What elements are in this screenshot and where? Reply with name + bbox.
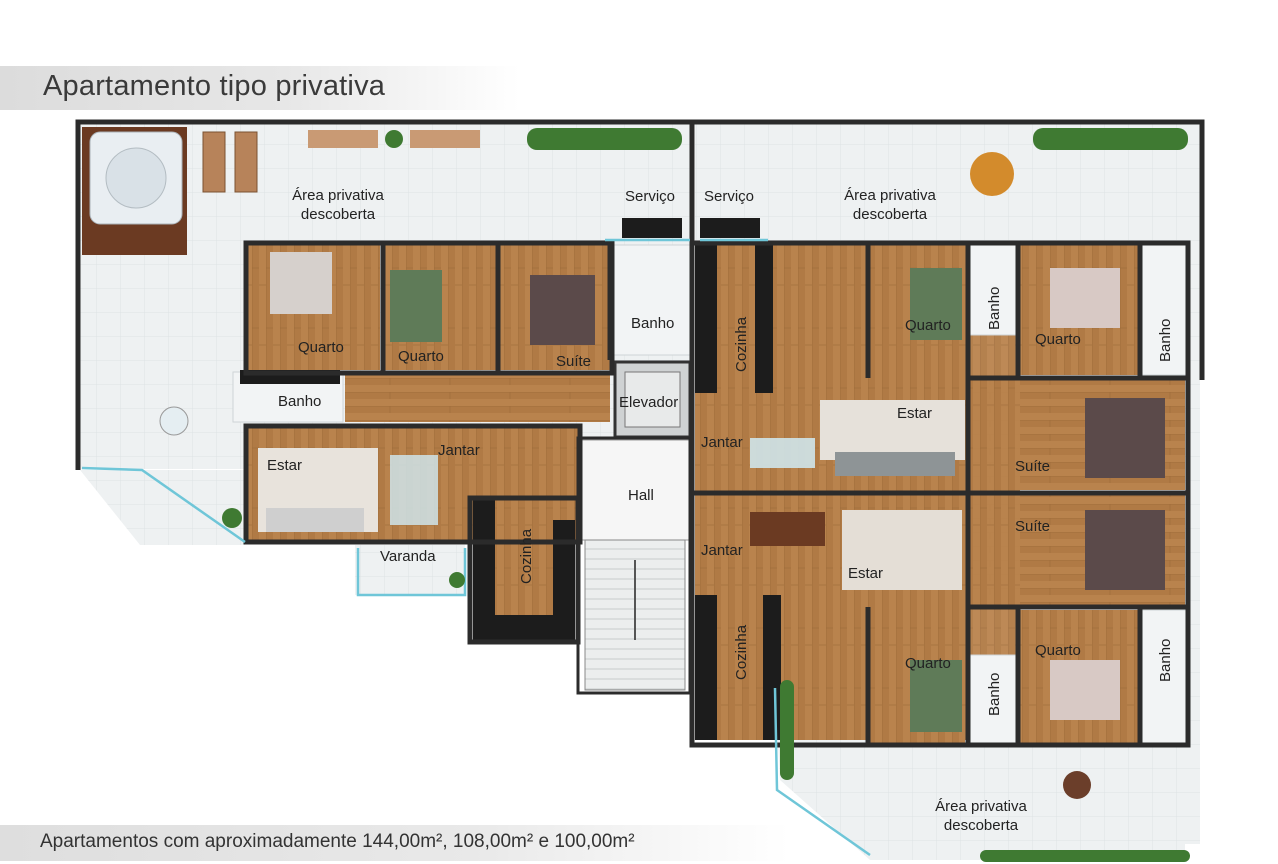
kitchen-counters (240, 218, 781, 740)
label-quarto-4: Quarto (1035, 331, 1081, 348)
label-cozinha-1: Cozinha (518, 528, 535, 584)
label-quarto-3: Quarto (905, 317, 951, 334)
glass-railings (81, 238, 871, 857)
label-banho-2: Banho (278, 393, 321, 410)
label-quarto-6: Quarto (1035, 642, 1081, 659)
label-estar-1: Estar (267, 457, 302, 474)
label-quarto-2: Quarto (398, 348, 444, 365)
footer-caption: Apartamentos com aproximadamente 144,00m… (40, 831, 635, 852)
label-banho-5: Banho (986, 673, 1003, 716)
label-elevador: Elevador (619, 394, 678, 411)
outdoor-dining-set (159, 152, 1091, 799)
label-banho-6: Banho (1157, 639, 1174, 682)
footer-band (0, 825, 790, 861)
label-jantar-2: Jantar (701, 434, 743, 451)
label-varanda: Varanda (380, 548, 436, 565)
sun-loungers (202, 131, 258, 193)
label-cozinha-3: Cozinha (733, 624, 750, 680)
planters (222, 128, 1190, 862)
label-jantar-1: Jantar (438, 442, 480, 459)
beds (270, 252, 1165, 732)
jacuzzi-deck (82, 127, 187, 255)
wet-areas (232, 244, 1189, 746)
label-hall: Hall (628, 487, 654, 504)
label-estar-2: Estar (897, 405, 932, 422)
label-banho-4: Banho (1157, 319, 1174, 362)
living-furniture (258, 400, 965, 590)
label-quarto-1: Quarto (298, 339, 344, 356)
label-suite-1: Suíte (556, 353, 591, 370)
title-band (0, 66, 520, 110)
label-estar-3: Estar (848, 565, 883, 582)
label-suite-2: Suíte (1015, 458, 1050, 475)
label-suite-3: Suíte (1015, 518, 1050, 535)
label-jantar-3: Jantar (701, 542, 743, 559)
label-servico-1: Serviço (625, 188, 675, 205)
label-servico-2: Serviço (704, 188, 754, 205)
label-banho-1: Banho (631, 315, 674, 332)
page-title: Apartamento tipo privativa (43, 70, 386, 102)
label-quarto-5: Quarto (905, 655, 951, 672)
label-banho-3: Banho (986, 287, 1003, 330)
label-cozinha-2: Cozinha (733, 316, 750, 372)
walls (75, 119, 1205, 748)
